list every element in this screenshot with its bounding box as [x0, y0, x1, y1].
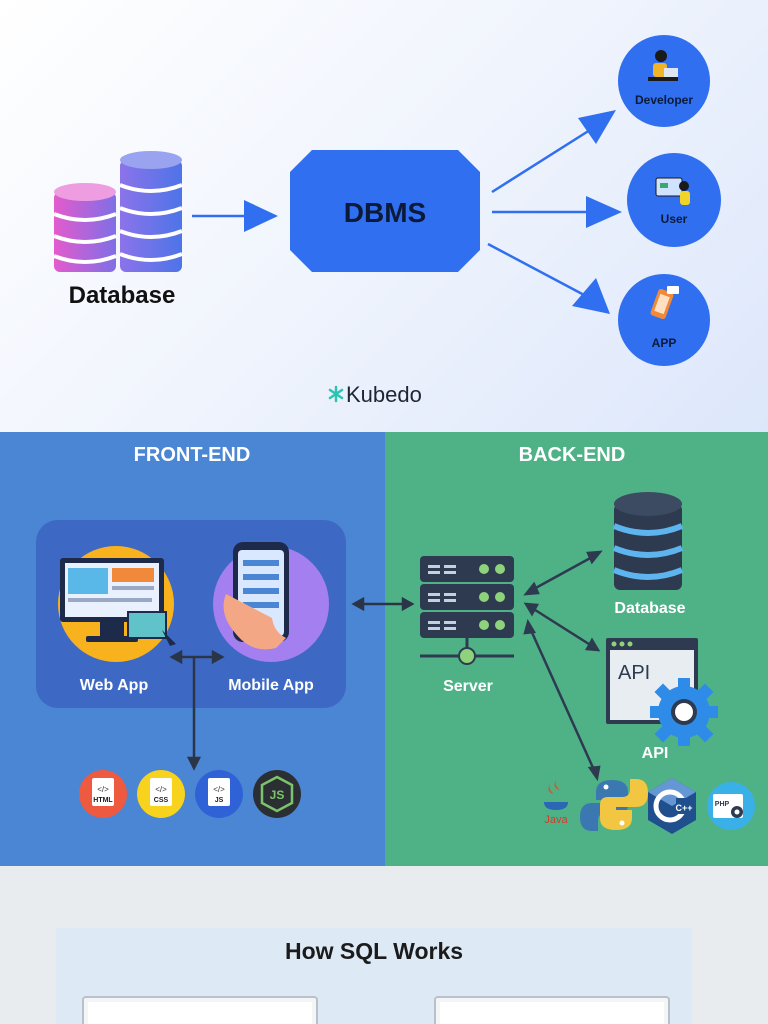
frontend-title: FRONT-END	[134, 444, 251, 466]
arrow-to-user	[492, 196, 622, 228]
gear-icon	[650, 678, 718, 746]
arrow-server-to-languages	[523, 618, 601, 782]
asterisk-icon	[328, 385, 344, 403]
python-icon	[580, 779, 648, 831]
arrow-server-to-database	[523, 550, 603, 596]
sql-box-right	[434, 996, 670, 1024]
js-label: JS	[215, 797, 224, 804]
app-node: APP	[618, 274, 710, 366]
mobile-app-label: Mobile App	[228, 677, 314, 694]
svg-text:</>: </>	[155, 785, 167, 794]
arrow-web-mobile	[169, 649, 225, 665]
database-icon	[53, 151, 183, 272]
arrow-frontend-to-server	[351, 596, 415, 612]
api-label: API	[642, 745, 669, 762]
developer-icon	[648, 50, 678, 81]
arrow-to-app	[487, 242, 610, 314]
css-label: CSS	[154, 797, 169, 804]
database-label: Database	[69, 282, 176, 309]
java-label: Java	[544, 814, 568, 826]
app-label: APP	[652, 336, 677, 350]
mobile-app-icon	[213, 542, 329, 662]
backend-database-label: Database	[614, 600, 685, 617]
cpp-label: C++	[675, 803, 692, 813]
dbms-label: DBMS	[344, 197, 426, 228]
dbms-box	[290, 150, 480, 272]
arrow-db-to-dbms	[192, 200, 278, 232]
server-label: Server	[443, 678, 493, 695]
cpp-icon: C++	[648, 778, 696, 834]
server-icon	[420, 556, 514, 665]
backend-database-icon	[612, 492, 684, 590]
nodejs-icon: JS	[253, 770, 301, 818]
backend-panel	[385, 432, 768, 866]
html-label: HTML	[93, 797, 113, 804]
html-icon: </> HTML	[79, 770, 127, 818]
java-icon: Java	[544, 776, 568, 826]
dbms-diagram: Database DBMS	[0, 0, 768, 432]
api-window-text: API	[618, 662, 650, 684]
web-app-icon	[58, 546, 176, 662]
user-icon	[655, 177, 690, 205]
api-icon: API	[606, 638, 718, 746]
sql-title: How SQL Works	[284, 938, 464, 964]
svg-text:</>: </>	[213, 785, 225, 794]
nodejs-label: JS	[270, 788, 285, 802]
sql-card: How SQL Works	[56, 928, 692, 1024]
arrow-apps-to-tech	[186, 657, 202, 771]
app-icon	[650, 286, 679, 320]
developer-label: Developer	[635, 93, 693, 107]
dbms-diagram-canvas: Database DBMS	[53, 35, 721, 407]
arrow-to-developer	[491, 110, 616, 194]
css-icon: </> CSS	[137, 770, 185, 818]
sql-box-left	[82, 996, 318, 1024]
stack-diagram-canvas: FRONT-END BACK-END Web App	[0, 432, 768, 866]
svg-text:</>: </>	[97, 785, 109, 794]
kubedo-logo: Kubedo	[328, 382, 422, 407]
user-node: User	[627, 153, 721, 247]
stack-diagram: FRONT-END BACK-END Web App	[0, 432, 768, 866]
web-app-label: Web App	[80, 677, 149, 694]
js-icon: </> JS	[195, 770, 243, 818]
brand-name: Kubedo	[346, 382, 422, 407]
sql-section: How SQL Works	[0, 866, 768, 1024]
php-label: PHP	[715, 801, 730, 808]
developer-node: Developer	[618, 35, 710, 127]
backend-title: BACK-END	[519, 444, 626, 466]
arrow-server-to-api	[523, 602, 601, 652]
user-label: User	[661, 212, 688, 226]
php-icon: PHP	[707, 782, 755, 830]
